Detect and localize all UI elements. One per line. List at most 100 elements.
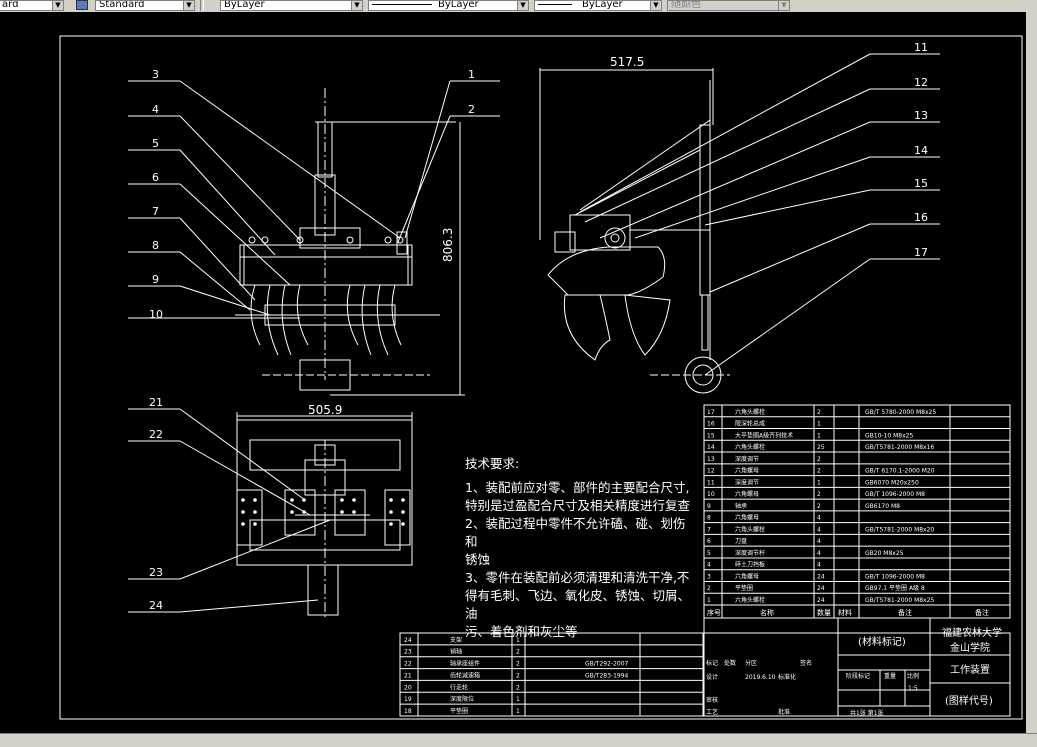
combo-value: ByLayer xyxy=(224,0,265,10)
callout-3: 3 xyxy=(152,68,159,81)
tb-label-design: 设计 xyxy=(706,673,718,681)
bom-cell: 碎土刀挡板 xyxy=(735,561,765,569)
bom-cell: 支架 xyxy=(450,636,462,644)
bom-cell: 24 xyxy=(817,585,825,592)
bom-header-qty: 数量 xyxy=(817,608,831,617)
bom-cell: 4 xyxy=(817,550,821,557)
tb-label-approve: 批准 xyxy=(778,708,790,716)
tech-note-line: 3、零件在装配前必须清理和清洗干净,不 xyxy=(465,570,690,585)
side-leaders xyxy=(579,53,940,376)
front-callouts: 3 4 5 6 7 8 9 10 1 2 xyxy=(149,68,475,321)
properties-toolbar: ard▼ Standard▼ ByLayer▼ ByLayer▼ ByLayer… xyxy=(0,0,1037,13)
bom-cell: 18 xyxy=(404,708,412,715)
layer-combo[interactable]: ByLayer ▼ xyxy=(220,0,363,11)
chevron-down-icon[interactable]: ▼ xyxy=(517,1,528,10)
chevron-down-icon[interactable]: ▼ xyxy=(650,1,661,10)
bom-cell: 平垫圈 xyxy=(735,584,753,592)
bom-cell: 平垫圈 xyxy=(450,707,468,715)
cad-drawing[interactable]: 806.3 3 4 5 6 7 8 9 10 1 2 xyxy=(0,12,1026,734)
chevron-down-icon[interactable]: ▼ xyxy=(183,1,194,10)
bom-cell: 21 xyxy=(404,672,412,679)
bom-cell: 19 xyxy=(404,696,412,703)
callout-14: 14 xyxy=(914,144,928,157)
vertical-scrollbar[interactable] xyxy=(1026,12,1037,734)
callout-13: 13 xyxy=(914,109,928,122)
bom-cell: GB97.1 平垫圈 A级 8 xyxy=(865,584,925,592)
bom-cell: 限深轮总成 xyxy=(735,420,765,428)
bom-header-std: 备注 xyxy=(898,608,912,617)
callout-23: 23 xyxy=(149,566,163,579)
combo-value: Standard xyxy=(99,0,145,10)
title-block-grid xyxy=(399,617,1011,717)
bom-cell: GB6070 M20x250 xyxy=(865,479,919,486)
bom-cell: 销轴 xyxy=(450,648,462,656)
bom-cell: 25 xyxy=(817,444,825,451)
bom-cell: 深度调节杆 xyxy=(735,549,765,557)
bom-cell: 4 xyxy=(817,515,821,522)
side-callouts: 11 12 13 14 15 16 17 xyxy=(914,41,928,259)
bom-cell: GB/T 6170.1-2000 M20 xyxy=(865,468,935,475)
tb-label-sign: 签名 xyxy=(800,659,812,667)
tb-label-ratio: 比例 xyxy=(907,672,919,680)
chevron-down-icon[interactable]: ▼ xyxy=(351,1,362,10)
bom-cell: 16 xyxy=(707,421,715,428)
bom-cell: 1 xyxy=(817,479,821,486)
bom-cell: 14 xyxy=(707,444,715,451)
bom-cell: 轴承座组件 xyxy=(450,660,480,668)
chevron-down-icon[interactable]: ▼ xyxy=(52,1,63,10)
bom-cell: 13 xyxy=(707,456,715,463)
textstyle-prev-combo[interactable]: ard▼ xyxy=(0,0,64,11)
horizontal-scrollbar[interactable] xyxy=(0,733,1037,747)
callout-10: 10 xyxy=(149,308,163,321)
plotstyle-combo[interactable]: 随颜色▼ xyxy=(667,0,790,11)
callout-2: 2 xyxy=(468,103,475,116)
bom-cell: 7 xyxy=(707,526,711,533)
bom-cell: 2 xyxy=(707,585,711,592)
bom-cell: GB/T 1096-2000 M8 xyxy=(865,491,925,498)
bom-cell: 2 xyxy=(516,649,520,656)
text-style-icon[interactable] xyxy=(76,0,88,10)
bom-cell: 六角螺母 xyxy=(735,514,759,522)
callout-15: 15 xyxy=(914,177,928,190)
bom-cell: GB/T292-2007 xyxy=(585,661,629,668)
title-block-text: (材料标记) 福建农林大学 金山学院 工作装置 (图样代号) 1:5 共1张 第… xyxy=(706,626,1002,717)
bom-cell: 2 xyxy=(817,456,821,463)
callout-11: 11 xyxy=(914,41,928,54)
bom-cell: 4 xyxy=(817,538,821,545)
drawing-name: 工作装置 xyxy=(950,663,990,676)
linetype-combo[interactable]: ByLayer ▼ xyxy=(368,0,529,11)
bom-cell: 10 xyxy=(707,491,715,498)
tb-label-stage: 阶段标记 xyxy=(846,672,870,680)
top-leaders xyxy=(128,408,331,613)
bom-cell: GB/T283-1994 xyxy=(585,672,629,679)
front-leaders xyxy=(128,80,500,319)
tb-label-mark: 标记 xyxy=(706,659,718,667)
combo-value: ByLayer xyxy=(438,0,479,10)
callout-1: 1 xyxy=(468,68,475,81)
bom-cell: 9 xyxy=(707,503,711,510)
bom-cell: 轴承 xyxy=(735,502,747,510)
chevron-down-icon[interactable]: ▼ xyxy=(778,1,789,10)
bom-header-name: 名称 xyxy=(760,608,774,617)
bom-cell: 12 xyxy=(707,468,715,475)
tech-note-line: 特别是过盈配合尺寸及相关精度进行复查 xyxy=(465,498,691,513)
bom-cell: 2 xyxy=(817,491,821,498)
bom-cell: GB/T 1096-2000 M8 xyxy=(865,573,925,580)
bom-cell: 1 xyxy=(817,432,821,439)
callout-17: 17 xyxy=(914,246,928,259)
dimstyle-combo[interactable]: Standard ▼ xyxy=(95,0,195,11)
dim-vertical-label: 806.3 xyxy=(441,228,455,262)
bom-cell: 24 xyxy=(817,573,825,580)
lineweight-combo[interactable]: ByLayer▼ xyxy=(534,0,662,11)
tech-note-line: 污、着色剂和灰尘等 xyxy=(465,624,578,639)
tb-label-std: 标准化 xyxy=(778,673,796,681)
bom-cell: 11 xyxy=(707,479,715,486)
bom-cell: 深度调节 xyxy=(735,478,759,486)
callout-12: 12 xyxy=(914,76,928,89)
outer-frame xyxy=(59,35,1023,720)
scale-value: 1:5 xyxy=(908,685,918,692)
drawing-canvas[interactable]: 806.3 3 4 5 6 7 8 9 10 1 2 xyxy=(0,12,1026,734)
bom-cell: 六角螺母 xyxy=(735,572,759,580)
